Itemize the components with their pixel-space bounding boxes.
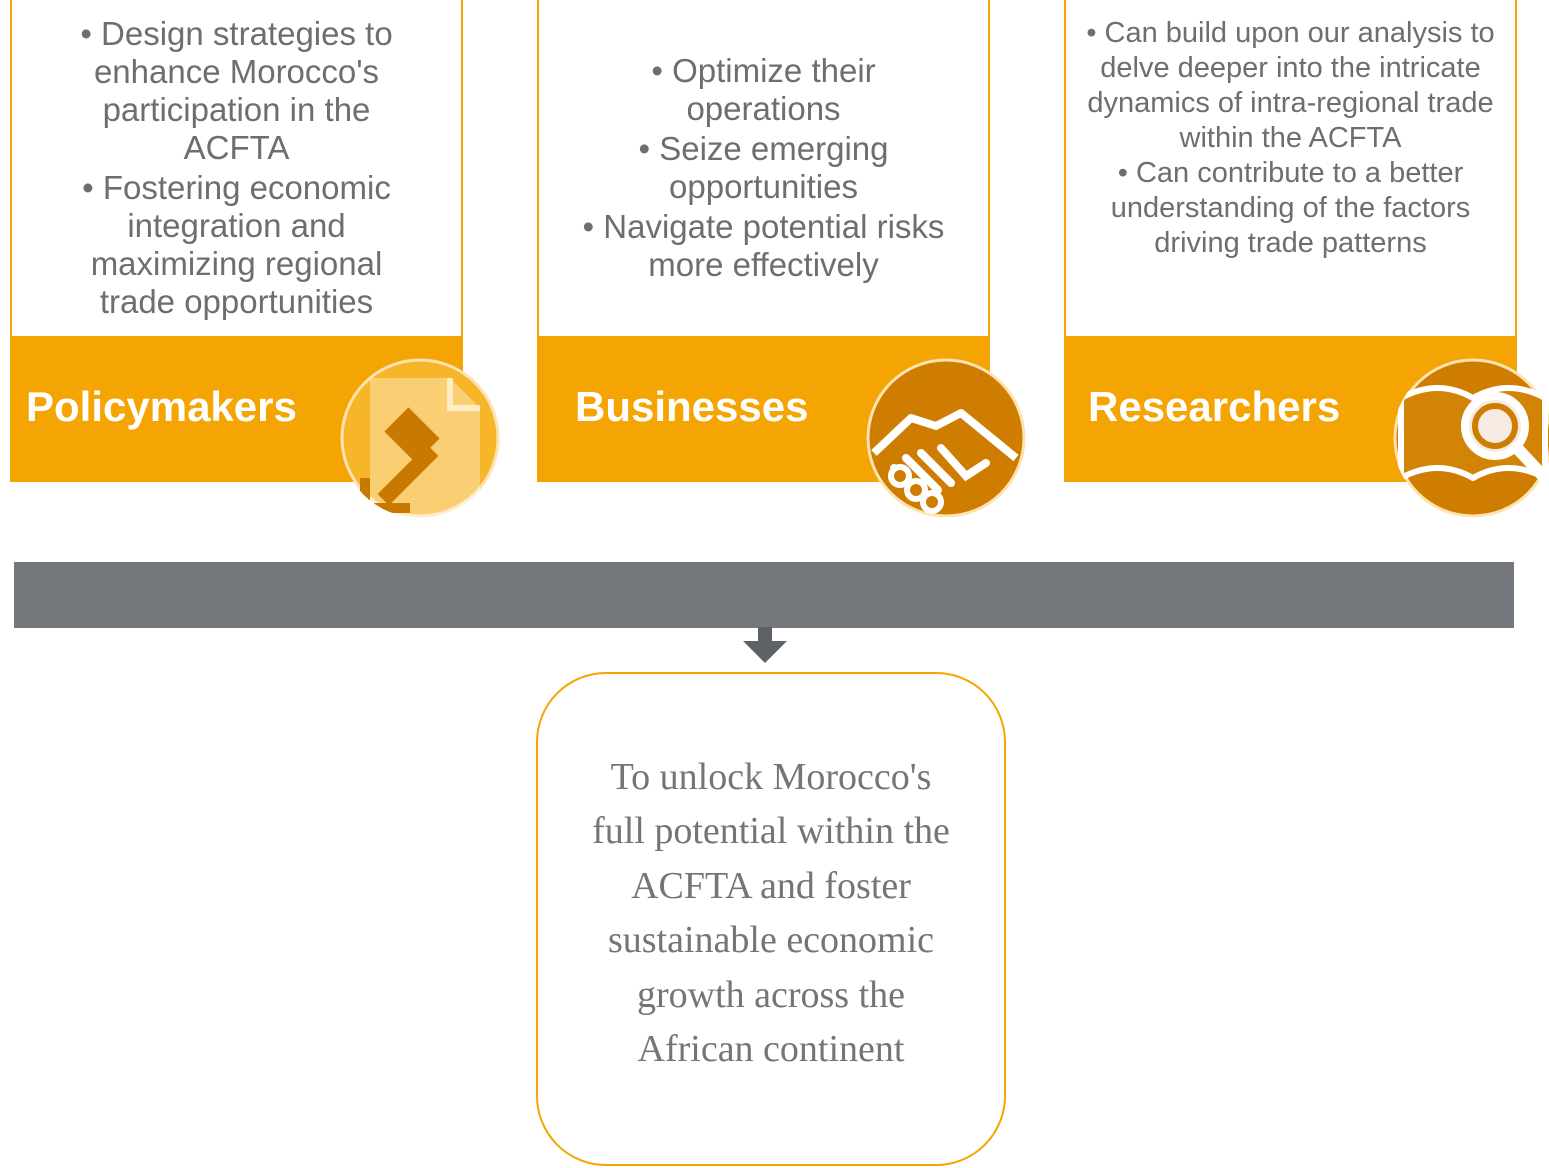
- bullet: • Seize emerging opportunities: [638, 130, 889, 205]
- policymakers-bullets: • Design strategies to enhance Morocco's…: [12, 0, 461, 336]
- policymakers-title: Policymakers: [26, 383, 297, 430]
- businesses-title: Businesses: [575, 383, 809, 430]
- goal-box: To unlock Morocco's full potential withi…: [536, 672, 1006, 1166]
- goal-text: To unlock Morocco's full potential withi…: [592, 755, 950, 1071]
- bullet: • Optimize their operations: [651, 52, 876, 127]
- gavel-document-icon: [340, 358, 500, 518]
- handshake-icon: [866, 358, 1026, 518]
- businesses-bullets: • Optimize their operations • Seize emer…: [539, 0, 988, 336]
- researchers-bullets: • Can build upon our analysis to delve d…: [1066, 0, 1515, 336]
- divider-bar: [14, 562, 1514, 628]
- researchers-title: Researchers: [1088, 383, 1341, 430]
- book-magnifier-icon: [1393, 358, 1549, 518]
- bullet: • Navigate potential risks more effectiv…: [582, 208, 945, 283]
- bullet: • Can build upon our analysis to delve d…: [1086, 17, 1495, 154]
- businesses-card: • Optimize their operations • Seize emer…: [537, 0, 990, 482]
- bullet: • Can contribute to a better understandi…: [1110, 157, 1471, 259]
- down-arrow-icon: [743, 627, 787, 663]
- bullet: • Design strategies to enhance Morocco's…: [80, 15, 393, 166]
- bullet: • Fostering economic integration and max…: [82, 169, 391, 320]
